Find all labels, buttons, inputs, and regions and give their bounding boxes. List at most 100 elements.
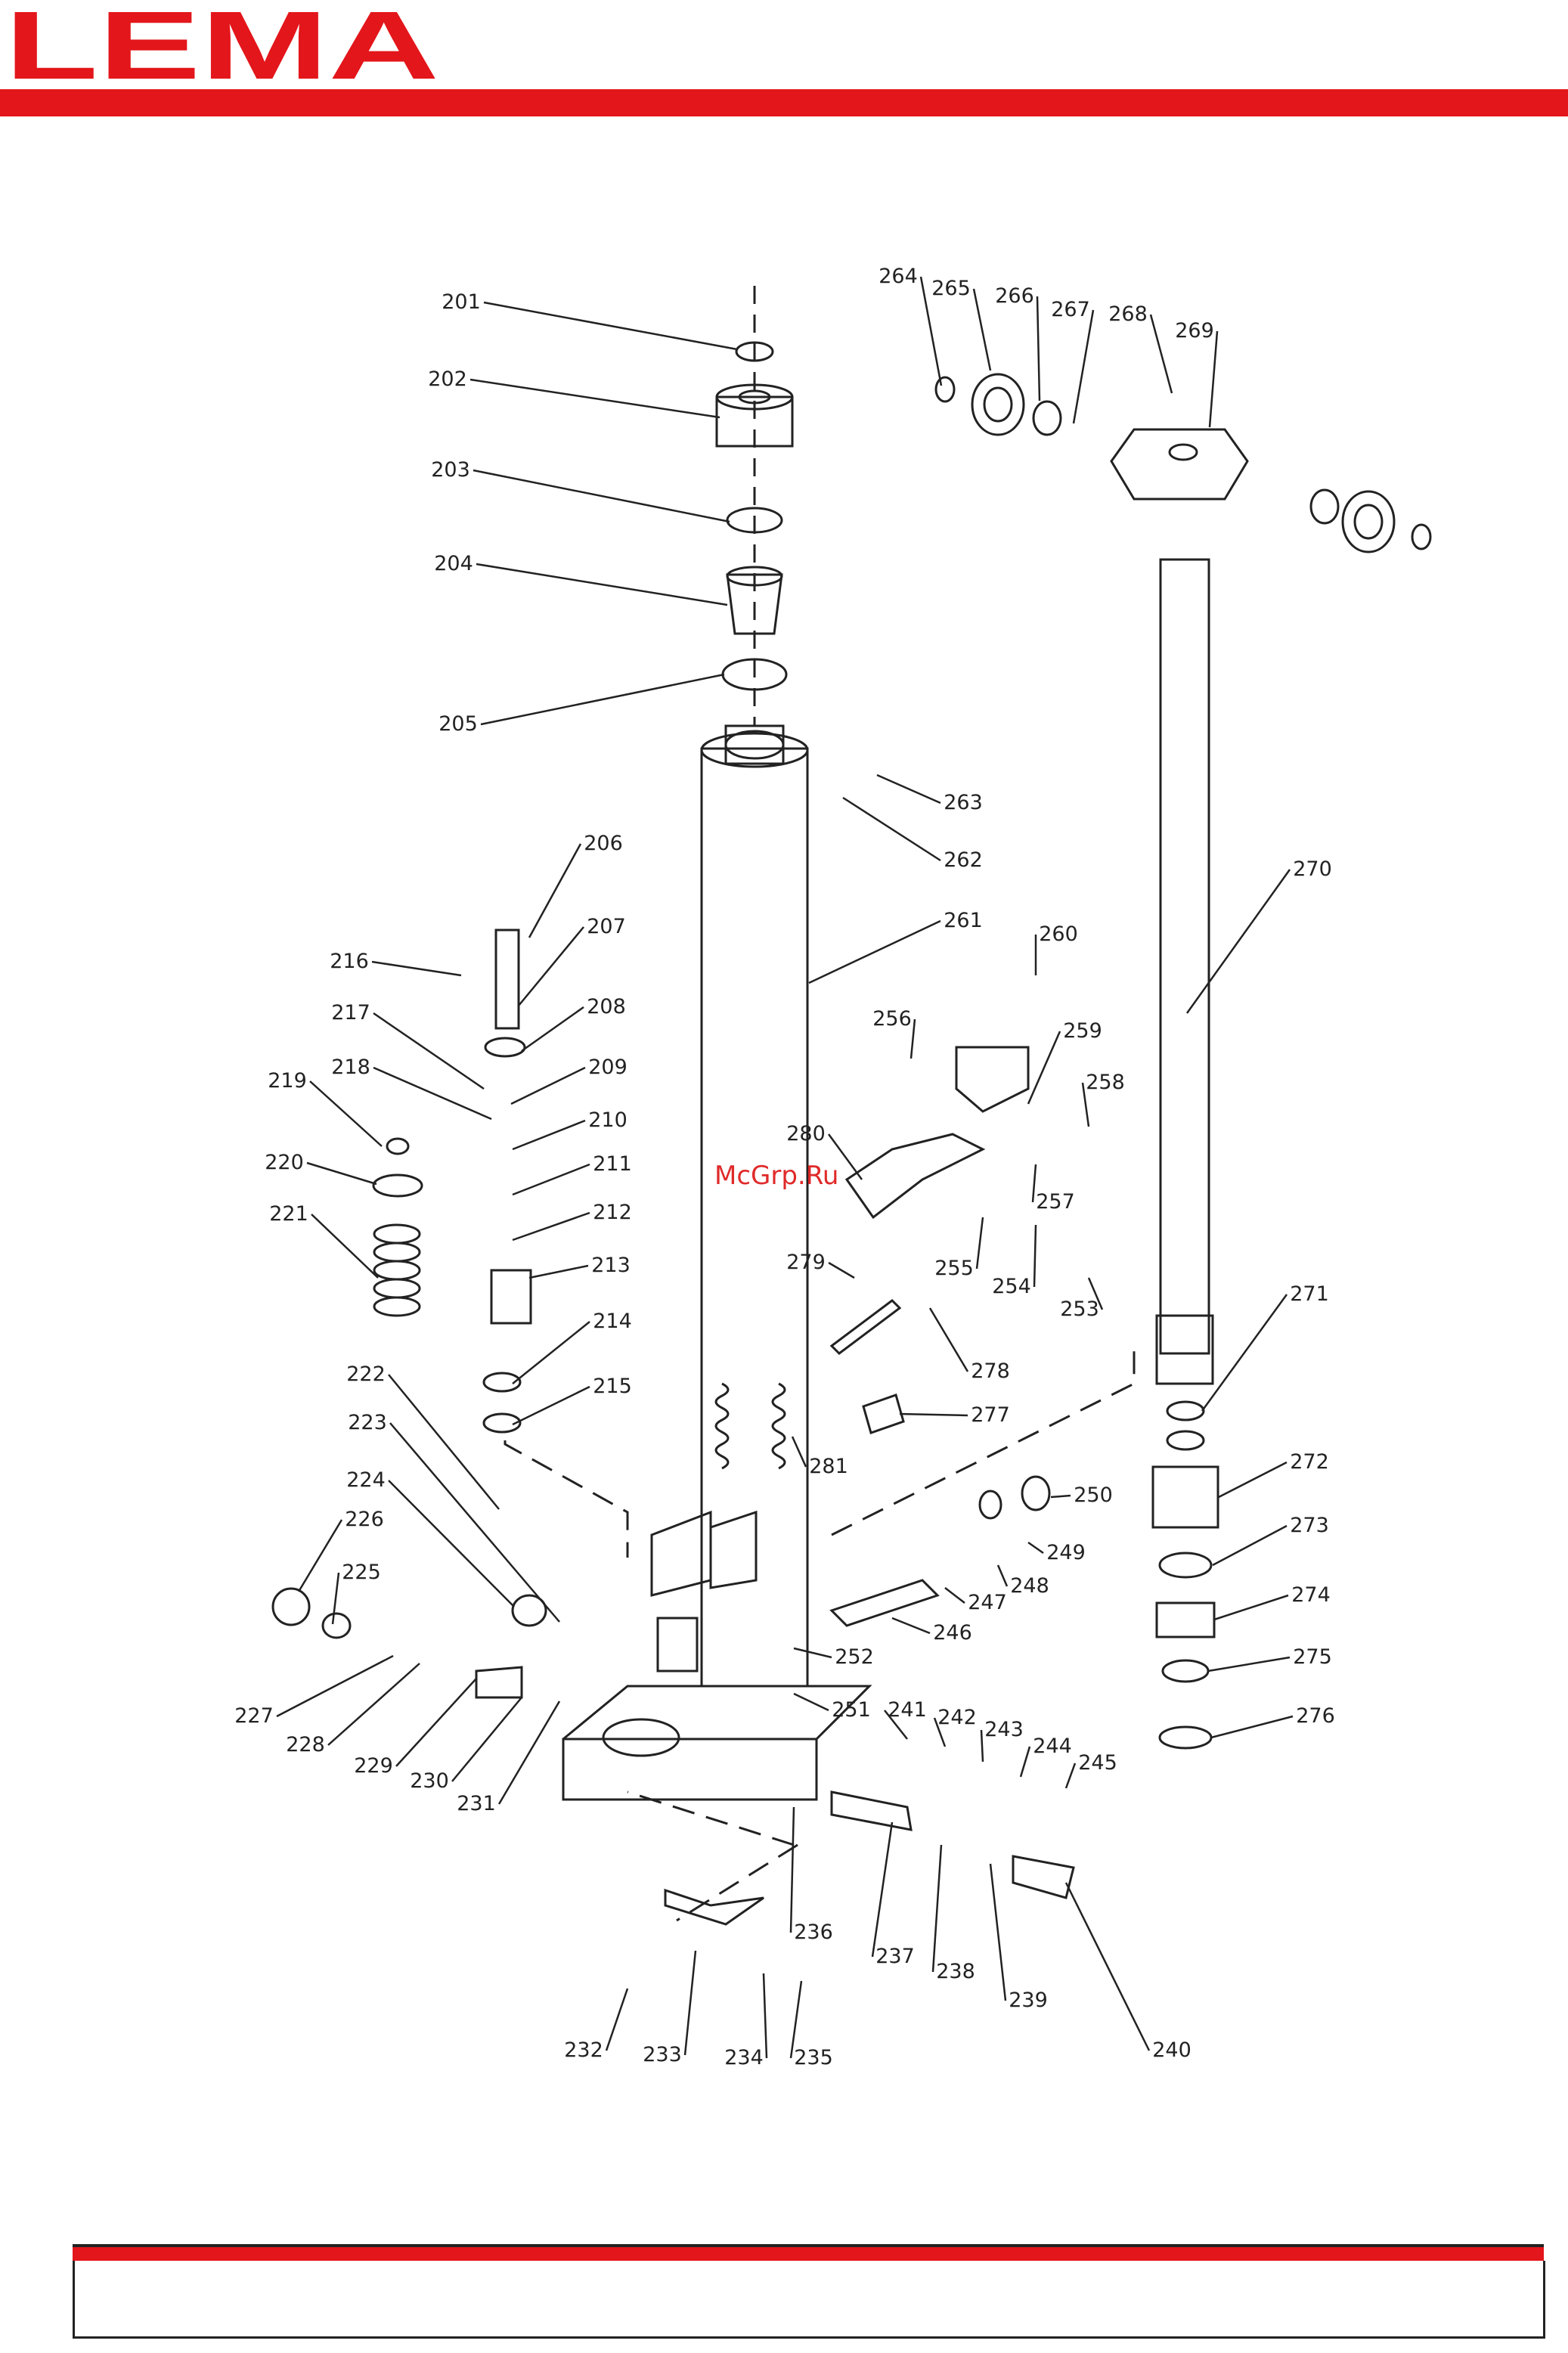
- part-203: [726, 507, 783, 534]
- leader-line-208: [521, 1006, 584, 1052]
- part-206: [494, 928, 520, 1030]
- part-label-232: 232: [564, 2038, 603, 2062]
- leader-line-216: [371, 960, 462, 977]
- part-223: [511, 1594, 547, 1627]
- part-233-pedal: [664, 1888, 764, 1926]
- part-label-275: 275: [1293, 1645, 1332, 1669]
- leader-line-215: [512, 1385, 590, 1426]
- part-label-247: 247: [968, 1591, 1007, 1614]
- part-label-274: 274: [1291, 1583, 1331, 1607]
- leader-line-242: [933, 1717, 947, 1747]
- part-label-241: 241: [888, 1698, 927, 1722]
- leader-line-251: [793, 1692, 829, 1712]
- part-278: [829, 1299, 902, 1355]
- part-label-250: 250: [1074, 1483, 1113, 1507]
- leader-line-234: [762, 1973, 768, 2059]
- leader-line-207: [518, 926, 584, 1006]
- leader-line-232: [605, 1988, 629, 2051]
- part-label-245: 245: [1078, 1751, 1117, 1775]
- leader-line-218: [373, 1066, 492, 1121]
- part-label-206: 206: [584, 832, 623, 855]
- part-label-202: 202: [428, 367, 467, 391]
- part-label-201: 201: [442, 290, 481, 314]
- leader-line-202: [469, 378, 720, 419]
- part-label-270: 270: [1293, 857, 1332, 881]
- leader-line-261: [808, 919, 941, 984]
- part-label-230: 230: [410, 1769, 449, 1793]
- part-label-249: 249: [1046, 1541, 1086, 1564]
- part-label-210: 210: [588, 1108, 628, 1132]
- part-label-225: 225: [342, 1561, 381, 1584]
- part-277: [862, 1394, 905, 1434]
- leader-line-206: [528, 843, 582, 938]
- part-label-211: 211: [593, 1152, 632, 1176]
- leader-line-250: [1050, 1494, 1071, 1499]
- leader-line-257: [1031, 1164, 1037, 1203]
- leader-line-258: [1081, 1082, 1090, 1127]
- leader-line-248: [996, 1564, 1009, 1587]
- leader-line-243: [980, 1729, 984, 1762]
- part-label-214: 214: [593, 1310, 632, 1333]
- part-label-229: 229: [354, 1754, 393, 1778]
- part-label-267: 267: [1051, 298, 1090, 321]
- part-label-233: 233: [643, 2043, 682, 2066]
- part-label-239: 239: [1009, 1989, 1048, 2012]
- leader-line-266: [1036, 296, 1041, 401]
- leader-line-244: [1019, 1746, 1031, 1778]
- exploded-parts-diagram: 2012022032042052062072082092102112122132…: [234, 265, 1432, 2069]
- part-label-266: 266: [995, 284, 1034, 308]
- leader-line-223: [389, 1422, 560, 1623]
- leader-line-228: [327, 1663, 420, 1746]
- leader-line-233: [683, 1950, 697, 2056]
- part-label-240: 240: [1152, 2038, 1191, 2062]
- leader-line-231: [497, 1700, 561, 1805]
- leader-line-222: [388, 1374, 500, 1510]
- part-label-220: 220: [265, 1151, 304, 1174]
- leader-line-255: [975, 1217, 984, 1270]
- leader-line-201: [483, 301, 738, 351]
- part-261-cylinder: [700, 747, 809, 1688]
- leader-line-249: [1027, 1541, 1044, 1555]
- watermark: McGrp.Ru: [714, 1161, 839, 1191]
- part-label-222: 222: [346, 1363, 386, 1386]
- leader-line-238: [931, 1844, 943, 1973]
- leader-line-220: [306, 1161, 377, 1186]
- leader-line-210: [512, 1119, 586, 1151]
- part-label-244: 244: [1033, 1735, 1072, 1758]
- leader-line-262: [842, 796, 941, 862]
- leader-line-229: [395, 1678, 477, 1767]
- part-label-255: 255: [934, 1257, 974, 1280]
- leader-line-256: [910, 1018, 916, 1059]
- pump-base: [562, 1738, 818, 1801]
- leader-line-235: [789, 1980, 803, 2059]
- part-label-234: 234: [724, 2046, 764, 2069]
- part-label-252: 252: [835, 1645, 874, 1669]
- part-label-253: 253: [1060, 1297, 1099, 1321]
- leader-line-267: [1072, 309, 1095, 424]
- leader-line-270: [1185, 869, 1291, 1014]
- part-label-264: 264: [879, 265, 918, 288]
- part-label-217: 217: [331, 1001, 370, 1025]
- part-label-261: 261: [944, 909, 983, 932]
- leader-line-275: [1207, 1656, 1291, 1673]
- leader-line-209: [510, 1066, 586, 1105]
- leader-line-225: [331, 1572, 340, 1625]
- logo-text: LEMA: [5, 0, 439, 91]
- part-280: [844, 1133, 986, 1220]
- leader-line-246: [891, 1617, 931, 1635]
- leader-line-241: [884, 1710, 908, 1740]
- part-label-243: 243: [984, 1718, 1024, 1741]
- part-259: [955, 1046, 1030, 1113]
- footer-box: [73, 2261, 1545, 2339]
- part-label-223: 223: [348, 1411, 387, 1434]
- part-label-271: 271: [1290, 1282, 1329, 1306]
- part-label-236: 236: [794, 1921, 833, 1944]
- leader-line-269: [1208, 330, 1219, 428]
- leader-line-240: [1064, 1882, 1151, 2051]
- leader-line-272: [1218, 1461, 1288, 1499]
- part-label-257: 257: [1036, 1190, 1075, 1214]
- leader-line-273: [1212, 1524, 1288, 1567]
- part-label-260: 260: [1039, 922, 1078, 946]
- part-label-273: 273: [1290, 1514, 1329, 1537]
- leader-line-226: [297, 1519, 343, 1592]
